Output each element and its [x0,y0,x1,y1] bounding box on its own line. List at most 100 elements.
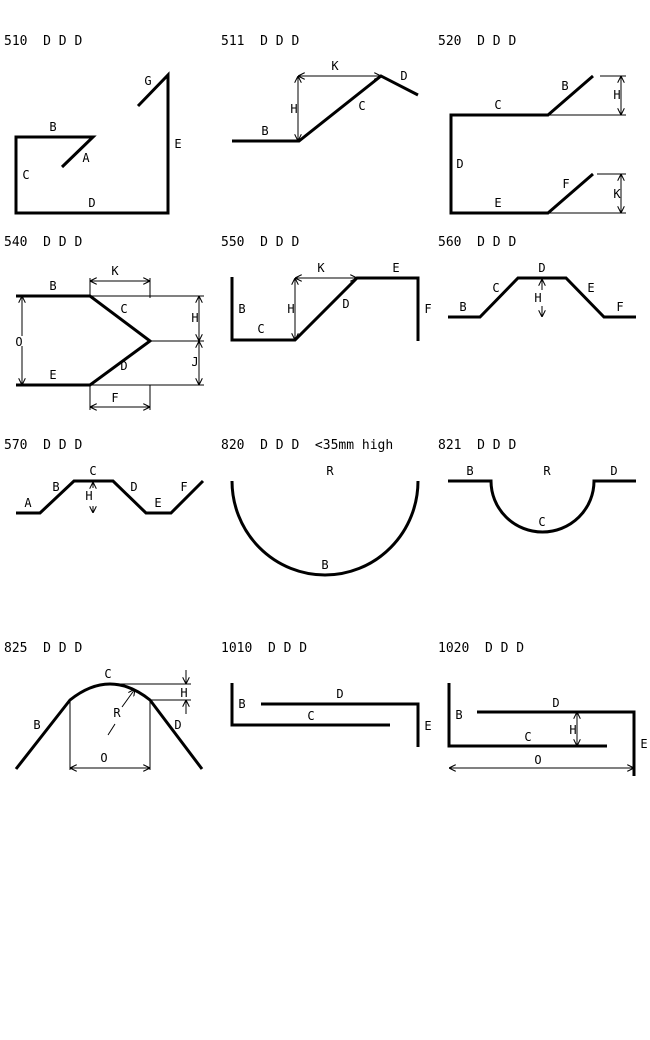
dimension-label: C [120,302,127,316]
dimension-label: C [89,464,96,478]
dimension-label: F [111,391,118,405]
dimension-label: J [191,355,198,369]
profile-title: 510 D D D [4,34,82,49]
dimension-label: H [290,102,297,116]
dimension-label: O [100,751,107,765]
dimension-label: C [307,709,314,723]
profile-title: 570 D D D [4,438,82,453]
profile-title: 520 D D D [438,34,516,49]
profile-1010-shape [230,683,420,747]
dimension-label: B [459,300,466,314]
profile-820-shape [230,480,420,577]
dimension-label: B [455,708,462,722]
profile-510-shape [14,71,170,215]
dimension-label: D [342,297,349,311]
dimension-label: F [180,480,187,494]
profile-560-shape [448,276,636,319]
extension-lines [548,75,626,214]
profile-title: 511 D D D [221,34,299,49]
dimension-label: D [130,480,137,494]
profile-821 [448,479,636,534]
dimension-label: F [616,300,623,314]
dimension-label: C [538,515,545,529]
profile-550-shape [230,276,420,342]
dimension-label: D [538,261,545,275]
dimension-label: A [24,496,32,510]
dimension-label: O [534,753,541,767]
dimension-label: D [174,718,181,732]
profile-title: 825 D D D [4,641,82,656]
dimension-label: C [257,322,264,336]
dimension-label: D [400,69,407,83]
dimension-label: D [120,359,127,373]
dimension-label: C [492,281,499,295]
profile-511 [232,74,419,143]
dimension-label: E [640,737,647,751]
dimension-label: F [562,177,569,191]
profile-title: 820 D D D <35mm high [221,438,393,453]
dimension-label: E [494,196,501,210]
dimension-label: B [49,120,56,134]
dimension-label: B [321,558,328,572]
profile-821-shape [448,479,636,534]
dimension-r [121,689,135,708]
dimension-label: R [543,464,551,478]
profile-1020 [447,683,636,776]
dimension-label: B [238,302,245,316]
dimension-label: H [534,291,541,305]
profile-520-shape [449,74,594,215]
dimension-label: H [569,723,576,737]
dimension-label: E [49,368,56,382]
profile-560 [448,276,636,319]
dimension-label: B [466,464,473,478]
dimension-label: D [610,464,617,478]
dimension-label: K [331,59,339,73]
dimension-label: D [336,687,343,701]
profile-540-shape [16,294,153,387]
dimension-label: O [15,335,22,349]
dimension-label: H [85,489,92,503]
profile-title: 1010 D D D [221,641,307,656]
profile-825 [14,670,204,770]
dimension-label: K [613,187,621,201]
profile-title: 540 D D D [4,235,82,250]
dimension-label: E [392,261,399,275]
dimension-label: B [261,124,268,138]
dimension-label: H [287,302,294,316]
profile-570 [16,479,205,515]
extension-lines [89,278,204,410]
dimension-label: E [587,281,594,295]
dimension-label: G [144,74,151,88]
profile-820 [230,480,420,577]
profile-title: 550 D D D [221,235,299,250]
dimension-label: H [180,686,187,700]
dimension-label: F [424,302,431,316]
profile-1010 [230,683,420,747]
dimension-label: R [113,706,121,720]
dimension-label: E [154,496,161,510]
dimension-label: C [22,168,29,182]
dimension-label: B [33,718,40,732]
dimension-label: B [52,480,59,494]
dimension-label: C [494,98,501,112]
dimension-label: H [191,311,198,325]
dimension-label: A [82,151,90,165]
radius-leader [107,723,116,736]
dimension-label: D [88,196,95,210]
profile-540 [16,278,204,410]
dimension-label: B [561,79,568,93]
extension-lines [69,683,191,770]
dimension-label: C [524,730,531,744]
dimension-label: D [456,157,463,171]
dimension-label: K [317,261,325,275]
profile-title: 821 D D D [438,438,516,453]
dimension-label: K [111,264,119,278]
profile-550 [230,276,420,342]
dimension-label: C [104,667,111,681]
dimension-label: B [238,697,245,711]
profile-511-shape [232,74,419,143]
dimension-label: E [424,719,431,733]
profile-520 [449,74,626,215]
profile-570-shape [16,479,205,515]
